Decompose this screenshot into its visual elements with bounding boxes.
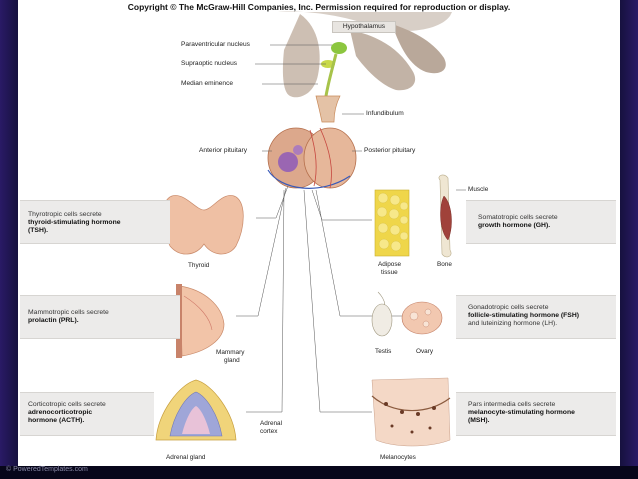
gh-line-1: Somatotropic cells secrete: [478, 214, 558, 221]
hypothalamus-label: Hypothalamus: [332, 21, 396, 33]
fsh-line-2: follicle-stimulating hormone (FSH): [468, 312, 580, 319]
posterior-pituitary-label: Posterior pituitary: [364, 147, 416, 154]
prl-line-2: prolactin (PRL).: [28, 317, 79, 324]
ovary-label: Ovary: [416, 348, 434, 355]
tsh-line-1: Thyrotropic cells secrete: [28, 211, 102, 218]
copyright-notice: Copyright © The McGraw-Hill Companies, I…: [127, 2, 511, 12]
brain-fold: [392, 24, 446, 74]
adrenal-gland-label: Adrenal gland: [166, 454, 206, 461]
thyroid-label: Thyroid: [188, 262, 210, 269]
msh-line-2: melanocyte-stimulating hormone: [468, 409, 575, 416]
tsh-line-3: (TSH).: [28, 227, 49, 234]
paraventricular-nucleus-shape: [331, 42, 347, 54]
acth-info-box: Corticotropic cells secrete adrenocortic…: [20, 392, 154, 436]
acth-line-3: hormone (ACTH).: [28, 417, 85, 424]
gh-line-2: growth hormone (GH).: [478, 222, 551, 229]
msh-line-1: Pars intermedia cells secrete: [468, 401, 556, 408]
mammary-label-line-1: Mammary: [216, 349, 245, 356]
prl-info-box: Mammotropic cells secrete prolactin (PRL…: [20, 295, 180, 339]
gh-info-box: Somatotropic cells secrete growth hormon…: [466, 200, 616, 244]
bone-label: Bone: [437, 261, 452, 268]
fsh-line-3: and luteinizing hormone (LH).: [468, 320, 558, 327]
tsh-line-2: thyroid-stimulating hormone: [28, 219, 121, 226]
adrenal-cortex-label-line-2: cortex: [260, 428, 278, 435]
fsh-line-1: Gonadotropic cells secrete: [468, 304, 549, 311]
testis-label: Testis: [375, 348, 392, 355]
adipose-label-line-2: tissue: [381, 269, 398, 276]
supraoptic-label: Supraoptic nucleus: [181, 60, 238, 67]
msh-info-box: Pars intermedia cells secrete melanocyte…: [456, 392, 616, 436]
fsh-lh-info-box: Gonadotropic cells secrete follicle-stim…: [456, 295, 616, 339]
anterior-pituitary-label: Anterior pituitary: [199, 147, 248, 154]
melanocytes-label: Melanocytes: [380, 454, 416, 461]
testis-shape: [371, 303, 393, 337]
thyroid-shape: [162, 195, 244, 255]
hypothalamus-left-lobe: [282, 14, 320, 98]
hypothalamus-right-lobe: [350, 30, 416, 91]
target-connector-lines: [236, 185, 408, 413]
right-frame: [618, 0, 638, 479]
mammary-label-line-2: gland: [224, 357, 240, 364]
prl-line-1: Mammotropic cells secrete: [28, 309, 109, 316]
adipose-label-line-1: Adipose: [378, 261, 402, 268]
acth-line-2: adrenocorticotropic: [28, 409, 93, 416]
muscle-shape: [440, 195, 452, 241]
melanocytes-shape: [371, 377, 451, 447]
left-frame: [0, 0, 20, 479]
msh-line-3: (MSH).: [468, 417, 490, 424]
infundibulum-label: Infundibulum: [366, 110, 404, 117]
median-eminence-label: Median eminence: [181, 80, 234, 87]
tsh-info-box: Thyrotropic cells secrete thyroid-stimul…: [20, 200, 170, 244]
mammary-shape: [179, 285, 225, 357]
muscle-label: Muscle: [468, 186, 489, 193]
paraventricular-label: Paraventricular nucleus: [181, 41, 250, 48]
adrenal-cortex-label-line-1: Adrenal: [260, 420, 283, 427]
footer-credit: © PoweredTemplates.com: [6, 466, 88, 473]
acth-line-1: Corticotropic cells secrete: [28, 401, 106, 408]
infundibulum-stalk: [315, 95, 341, 123]
ovary-shape: [401, 301, 443, 335]
footer-bar: [0, 466, 638, 479]
